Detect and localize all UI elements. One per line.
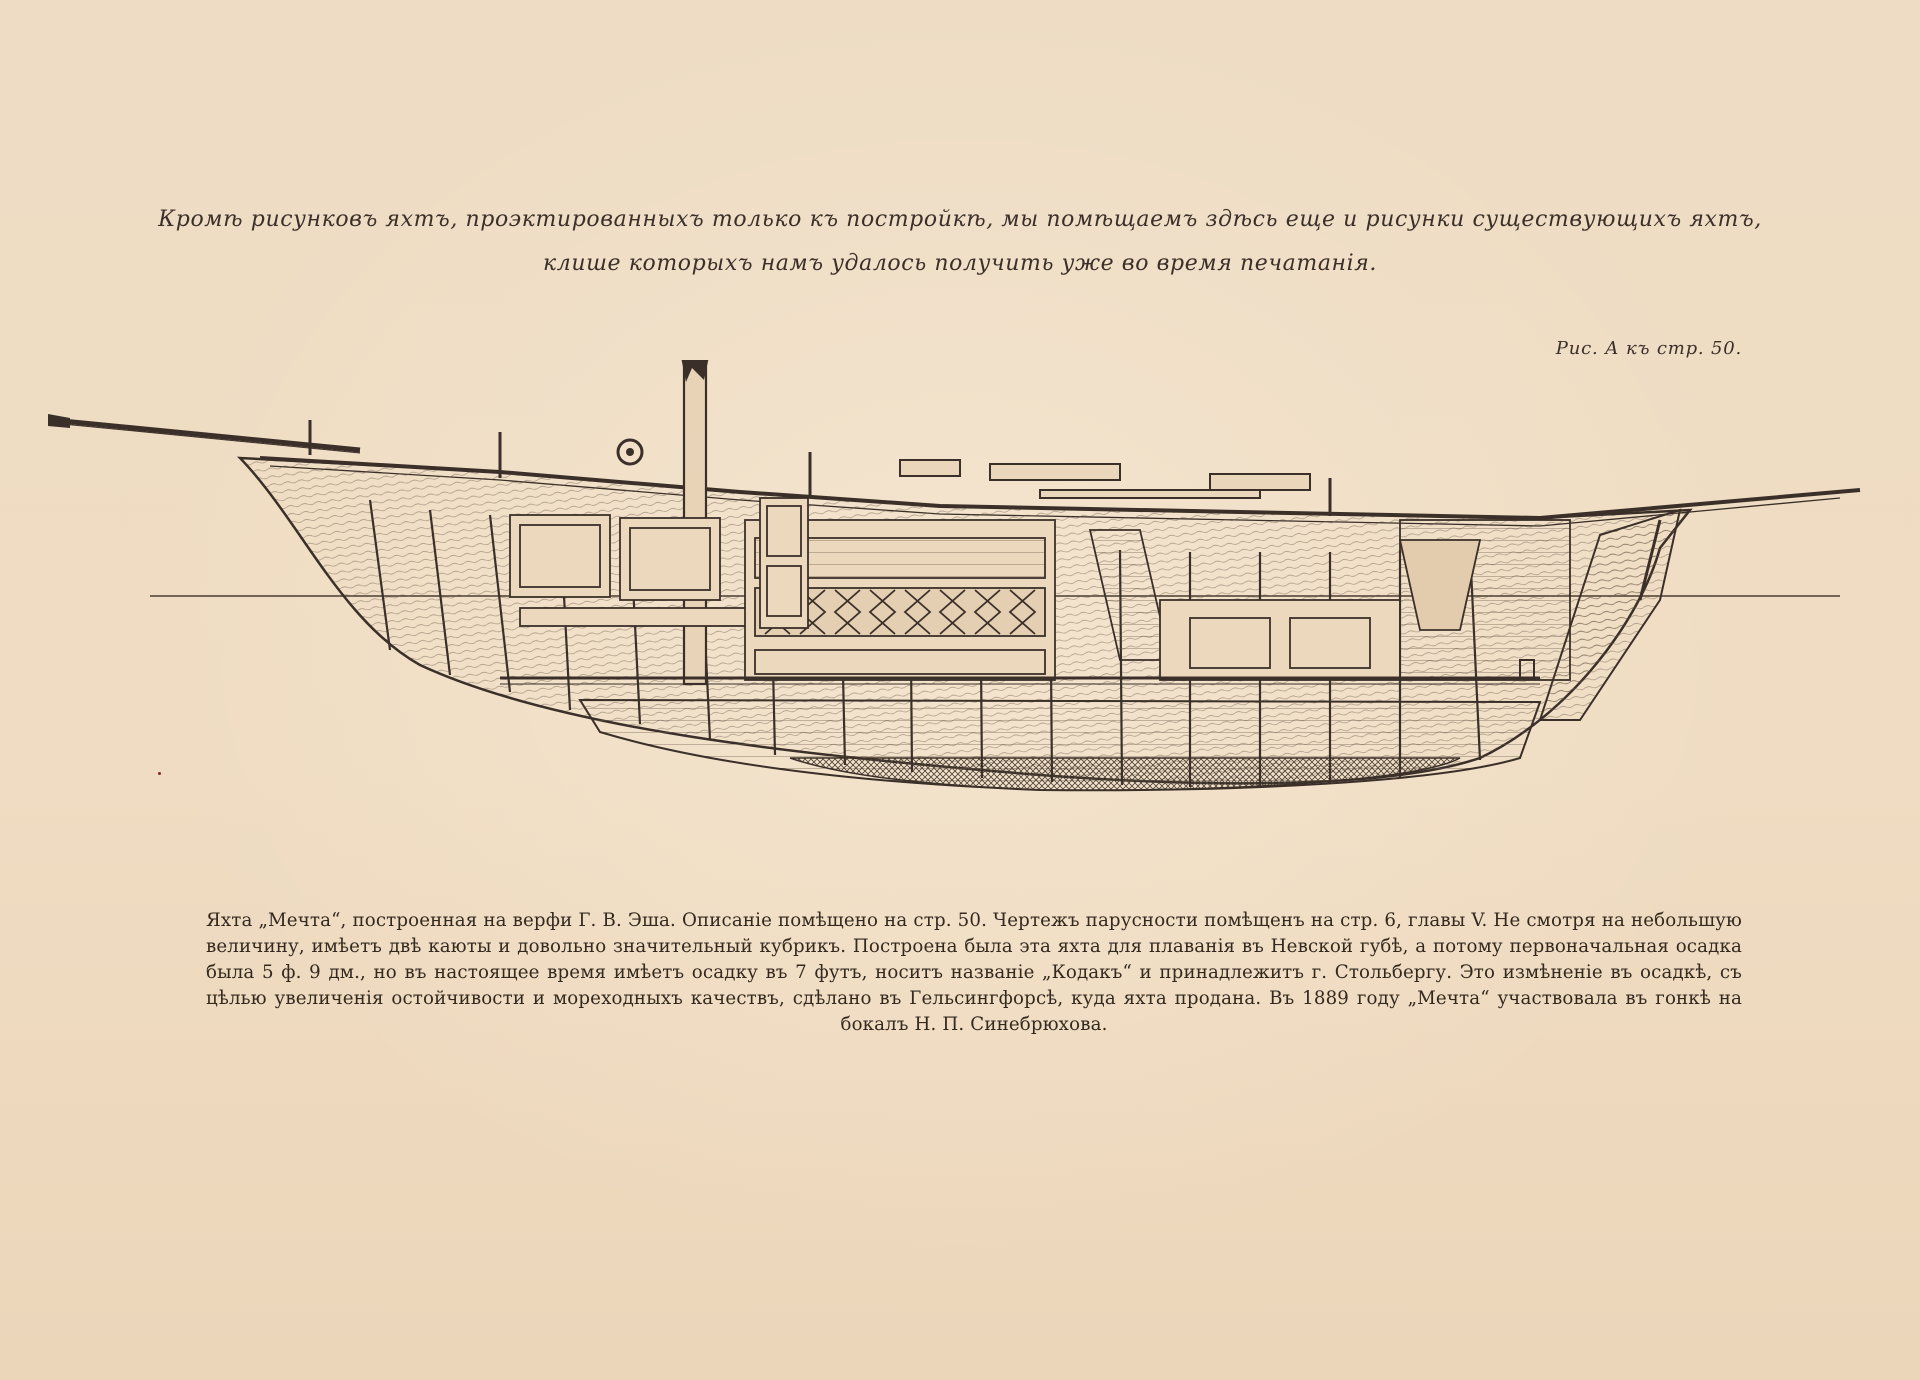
winch	[616, 438, 644, 466]
aft-cabin	[1088, 519, 1571, 681]
intro-text: Кромѣ рисунковъ яхтъ, проэктированныхъ т…	[140, 198, 1780, 286]
yacht-cross-section-drawing	[48, 360, 1861, 792]
figure-caption: Яхта „Мечта“, построенная на верфи Г. В.…	[206, 910, 1742, 1035]
lead-ballast	[789, 757, 1461, 791]
intro-line-2: клише которыхъ намъ удалось получить уже…	[542, 251, 1378, 276]
intro-line-1: Кромѣ рисунковъ яхтъ, проэктированныхъ т…	[158, 207, 1762, 232]
paper-speck	[158, 772, 161, 775]
coachroof	[899, 459, 1311, 499]
bowsprit	[48, 414, 361, 455]
figure-reference: Рис. А къ стр. 50.	[1555, 338, 1742, 359]
